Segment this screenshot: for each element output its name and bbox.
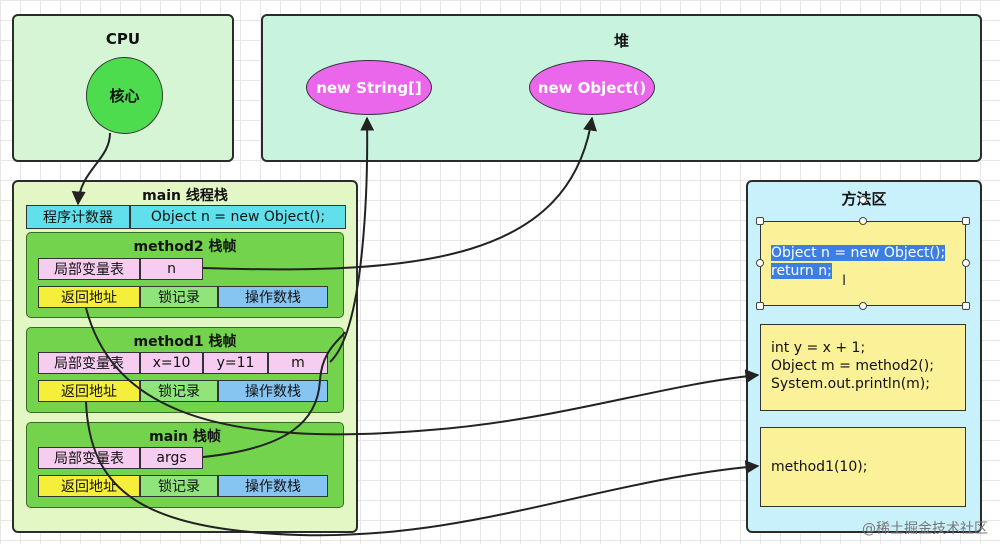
resize-handle-n[interactable]	[859, 217, 867, 225]
code-line: int y = x + 1;	[771, 340, 866, 356]
cpu-core-label: 核心	[109, 87, 140, 105]
local-var-args[interactable]: args	[140, 447, 203, 469]
lock-record-method2: 锁记录	[140, 286, 218, 308]
return-address-method1: 返回地址	[38, 380, 140, 402]
resize-handle-nw[interactable]	[756, 217, 764, 225]
frame-title-method2: method2 栈帧	[133, 239, 237, 255]
code-block-method2[interactable]: Object n = new Object(); return n;	[760, 221, 966, 306]
operand-stack-method2: 操作数栈	[218, 286, 328, 308]
resize-handle-se[interactable]	[962, 302, 970, 310]
arrow-n-to-object	[202, 116, 597, 271]
resize-handle-ne[interactable]	[962, 217, 970, 225]
local-var-m[interactable]: m	[268, 352, 328, 374]
watermark: @稀土掘金技术社区	[862, 521, 988, 537]
arrow-m-to-string	[329, 116, 375, 363]
heap-object-label: new Object()	[537, 78, 647, 97]
return-address-method2: 返回地址	[38, 286, 140, 308]
local-var-y[interactable]: y=11	[203, 352, 268, 374]
resize-handle-w[interactable]	[756, 259, 764, 267]
code-line: System.out.println(m);	[771, 376, 930, 392]
heap-string-array-node[interactable]: new String[]	[306, 60, 432, 115]
code-line: Object m = method2();	[771, 358, 934, 374]
return-address-main: 返回地址	[38, 475, 140, 497]
cpu-title: CPU	[105, 30, 141, 48]
arrow-args-to-string	[202, 331, 346, 458]
local-var-n[interactable]: n	[140, 258, 203, 280]
lock-record-method1: 锁记录	[140, 380, 218, 402]
resize-handle-sw[interactable]	[756, 302, 764, 310]
heap-object-node[interactable]: new Object()	[529, 60, 655, 115]
local-var-x[interactable]: x=10	[140, 352, 203, 374]
locals-label-main: 局部变量表	[38, 447, 140, 469]
arrow-ret2-to-method1	[85, 307, 760, 436]
pc-label-cell: 程序计数器	[26, 205, 130, 229]
heap-title: 堆	[613, 32, 629, 50]
pc-value-cell: Object n = new Object();	[130, 205, 346, 229]
arrow-ret1-to-main	[85, 401, 760, 537]
locals-label-method1: 局部变量表	[38, 352, 140, 374]
code-line[interactable]: return n;	[771, 263, 832, 279]
code-line: method1(10);	[771, 459, 868, 475]
text-cursor-icon: I	[842, 273, 847, 289]
resize-handle-s[interactable]	[859, 302, 867, 310]
code-line[interactable]: Object n = new Object();	[771, 245, 946, 261]
code-block-main[interactable]: method1(10);	[760, 427, 966, 507]
frame-title-method1: method1 栈帧	[133, 334, 237, 350]
code-block-method1[interactable]: int y = x + 1; Object m = method2(); Sys…	[760, 324, 966, 411]
thread-stack-title: main 线程栈	[142, 188, 228, 204]
heap-string-array-label: new String[]	[316, 78, 422, 97]
locals-label-method2: 局部变量表	[38, 258, 140, 280]
arrow-core-to-pc	[71, 132, 111, 206]
cpu-core-node[interactable]: 核心	[86, 57, 163, 134]
frame-title-main: main 栈帧	[149, 429, 221, 445]
rotate-handle[interactable]	[859, 196, 867, 204]
resize-handle-e[interactable]	[962, 259, 970, 267]
operand-stack-main: 操作数栈	[218, 475, 328, 497]
lock-record-main: 锁记录	[140, 475, 218, 497]
operand-stack-method1: 操作数栈	[218, 380, 328, 402]
